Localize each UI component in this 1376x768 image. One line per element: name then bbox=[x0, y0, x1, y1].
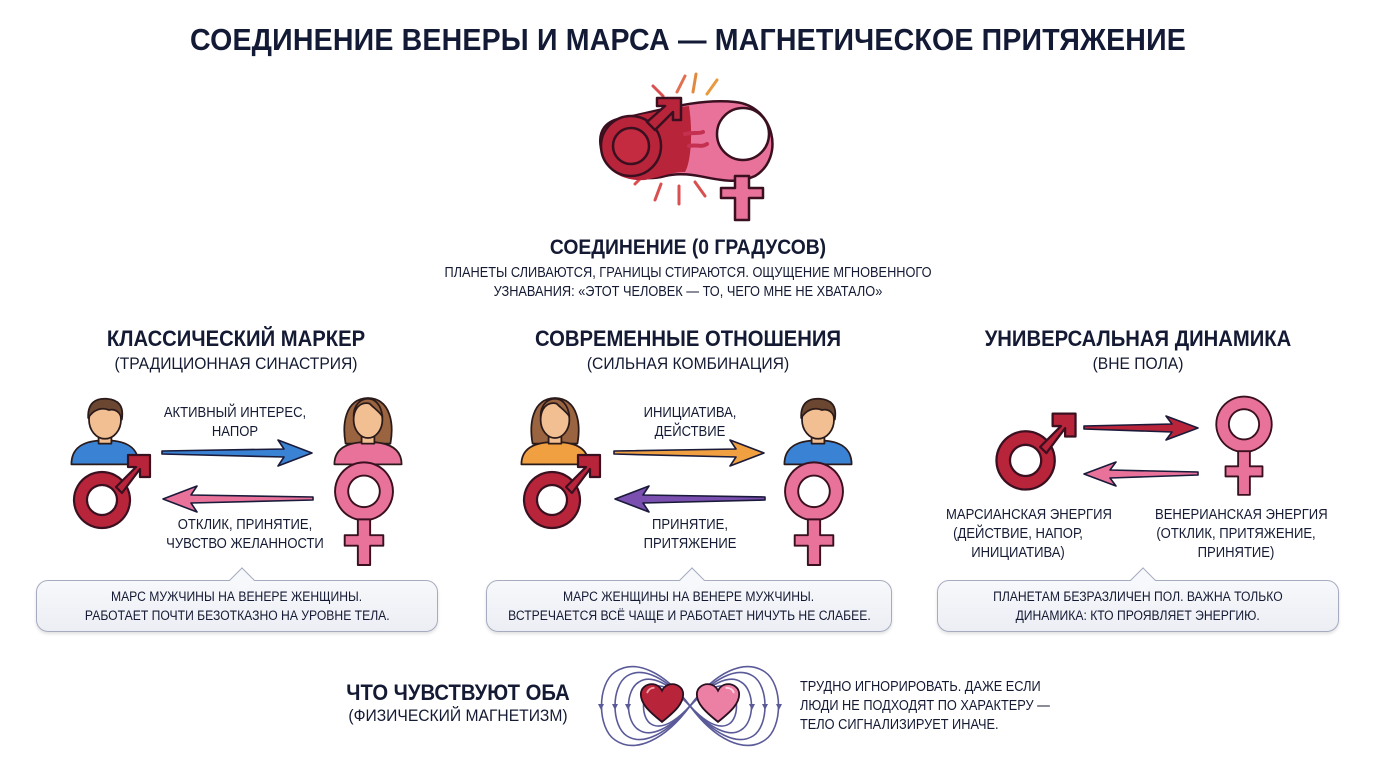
bottom-heading: ЧТО ЧУВСТВУЮТ ОБА (ФИЗИЧЕСКИЙ МАГНЕТИЗМ) bbox=[330, 680, 586, 726]
venus-symbol-icon bbox=[770, 458, 858, 572]
column-modern: СОВРЕМЕННЫЕ ОТНОШЕНИЯ (СИЛЬНАЯ КОМБИНАЦИ… bbox=[488, 326, 888, 374]
note-universal: ПЛАНЕТАМ БЕЗРАЗЛИЧЕН ПОЛ. ВАЖНА ТОЛЬКО Д… bbox=[937, 567, 1339, 632]
column-title: УНИВЕРСАЛЬНАЯ ДИНАМИКА bbox=[984, 326, 1292, 351]
arrow-right-icon bbox=[613, 439, 765, 467]
arrow-label-left: ОТКЛИК, ПРИНЯТИЕ, ЧУВСТВО ЖЕЛАННОСТИ bbox=[166, 517, 324, 552]
mars-energy-label: МАРСИАНСКАЯ ЭНЕРГИЯ (ДЕЙСТВИЕ, НАПОР, ИН… bbox=[946, 507, 1112, 561]
column-subtitle: (СИЛЬНАЯ КОМБИНАЦИЯ) bbox=[586, 354, 790, 373]
venus-symbol-icon bbox=[320, 458, 408, 572]
column-classic: КЛАССИЧЕСКИЙ МАРКЕР (ТРАДИЦИОННАЯ СИНАСТ… bbox=[36, 326, 436, 374]
merged-mars-venus-icon bbox=[598, 72, 774, 222]
arrow-label-right: АКТИВНЫЙ ИНТЕРЕС, НАПОР bbox=[163, 405, 307, 440]
arrow-right-icon bbox=[161, 439, 313, 467]
man-icon bbox=[778, 392, 858, 468]
column-title: КЛАССИЧЕСКИЙ МАРКЕР bbox=[106, 326, 366, 351]
arrow-left-icon bbox=[162, 485, 314, 513]
venus-energy-label: ВЕНЕРИАНСКАЯ ЭНЕРГИЯ (ОТКЛИК, ПРИТЯЖЕНИЕ… bbox=[1155, 507, 1328, 561]
note-classic: МАРС МУЖЧИНЫ НА ВЕНЕРЕ ЖЕНЩИНЫ. РАБОТАЕТ… bbox=[36, 567, 438, 632]
mars-symbol-icon bbox=[62, 440, 162, 540]
bottom-subtitle: (ФИЗИЧЕСКИЙ МАГНЕТИЗМ) bbox=[348, 706, 568, 725]
arrow-left-icon bbox=[614, 485, 766, 513]
column-subtitle: (ВНЕ ПОЛА) bbox=[1092, 354, 1184, 373]
venus-symbol-icon bbox=[1202, 392, 1286, 502]
column-title: СОВРЕМЕННЫЕ ОТНОШЕНИЯ bbox=[534, 326, 842, 351]
magnetic-field-hearts-icon bbox=[598, 665, 782, 747]
column-subtitle: (ТРАДИЦИОННАЯ СИНАСТРИЯ) bbox=[114, 354, 358, 373]
arrow-label-left: ПРИНЯТИЕ, ПРИТЯЖЕНИЕ bbox=[643, 517, 737, 552]
conjunction-heading: СОЕДИНЕНИЕ (0 ГРАДУСОВ) bbox=[549, 236, 827, 259]
arrow-left-icon bbox=[1083, 461, 1199, 487]
bottom-title: ЧТО ЧУВСТВУЮТ ОБА bbox=[346, 680, 570, 705]
woman-icon bbox=[328, 392, 408, 468]
mars-symbol-icon bbox=[984, 398, 1088, 502]
arrow-label-right: ИНИЦИАТИВА, ДЕЙСТВИЕ bbox=[643, 405, 737, 440]
note-modern: МАРС ЖЕНЩИНЫ НА ВЕНЕРЕ МУЖЧИНЫ. ВСТРЕЧАЕ… bbox=[486, 567, 892, 632]
arrow-right-icon bbox=[1083, 415, 1199, 441]
bottom-description: ТРУДНО ИГНОРИРОВАТЬ. ДАЖЕ ЕСЛИ ЛЮДИ НЕ П… bbox=[800, 679, 1050, 733]
page-title: СОЕДИНЕНИЕ ВЕНЕРЫ И МАРСА — МАГНЕТИЧЕСКО… bbox=[190, 22, 1186, 57]
mars-symbol-icon bbox=[512, 440, 612, 540]
column-universal: УНИВЕРСАЛЬНАЯ ДИНАМИКА (ВНЕ ПОЛА) bbox=[938, 326, 1338, 374]
conjunction-description: ПЛАНЕТЫ СЛИВАЮТСЯ, ГРАНИЦЫ СТИРАЮТСЯ. ОЩ… bbox=[444, 265, 932, 300]
